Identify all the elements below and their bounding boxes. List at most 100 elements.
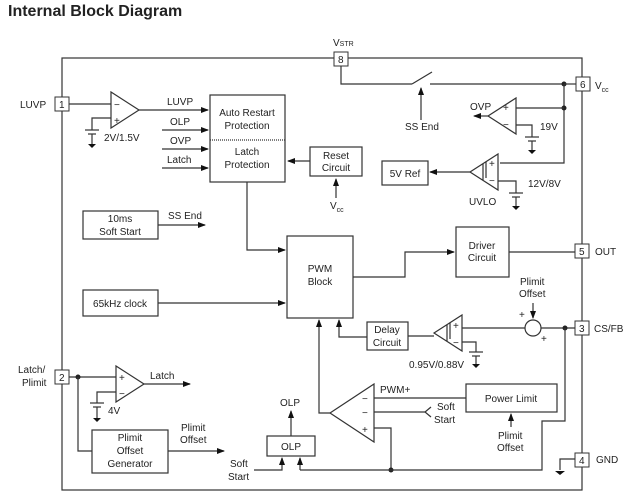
uvlo-label: UVLO xyxy=(469,197,496,208)
block-olp: OLP xyxy=(266,435,316,457)
ground-icon xyxy=(555,471,565,475)
svg-text:Circuit: Circuit xyxy=(373,338,402,349)
svg-text:+: + xyxy=(503,103,509,114)
plimit-offset-label-top: Plimit xyxy=(520,277,545,288)
svg-text:Circuit: Circuit xyxy=(322,163,351,174)
svg-text:Protection: Protection xyxy=(224,121,269,132)
svg-text:3: 3 xyxy=(579,324,585,335)
svg-text:Plimit: Plimit xyxy=(118,433,143,444)
ovp-output-label: OVP xyxy=(470,102,491,113)
svg-text:−: − xyxy=(453,338,459,349)
block-clock: 65kHz clock xyxy=(82,289,159,317)
svg-text:Plimit: Plimit xyxy=(498,431,523,442)
svg-text:PWM: PWM xyxy=(308,264,332,275)
block-protection: Auto Restart Protection Latch Protection xyxy=(209,94,286,183)
svg-text:Offset: Offset xyxy=(180,435,207,446)
svg-text:CS/FB: CS/FB xyxy=(594,324,624,335)
block-driver: Driver Circuit xyxy=(455,226,510,278)
block-delay: Delay Circuit xyxy=(366,321,409,351)
svg-text:6: 6 xyxy=(580,80,586,91)
ss-end-label: SS End xyxy=(168,211,202,222)
uvlo-comparator: + − 12V/8V UVLO xyxy=(429,152,561,210)
svg-text:VSTR: VSTR xyxy=(333,38,354,49)
latch-protection-label: Latch xyxy=(235,147,259,158)
svg-text:−: − xyxy=(362,408,368,419)
svg-text:OUT: OUT xyxy=(595,247,616,258)
latch-threshold: 4V xyxy=(108,406,121,417)
svg-text:Start: Start xyxy=(434,415,455,426)
svg-text:2: 2 xyxy=(59,373,65,384)
svg-text:Offset: Offset xyxy=(117,446,144,457)
svg-text:+: + xyxy=(119,373,125,384)
pin-2-latch-plimit: Latch/ Plimit 2 xyxy=(18,365,70,389)
pin-4-gnd: 4 GND xyxy=(574,452,618,468)
svg-text:+: + xyxy=(489,159,495,170)
svg-text:−: − xyxy=(114,100,120,111)
svg-text:Delay: Delay xyxy=(374,325,400,336)
diagram-title: Internal Block Diagram xyxy=(8,3,183,20)
block-pwm: PWM Block xyxy=(286,235,354,319)
uvlo-threshold: 12V/8V xyxy=(528,179,561,190)
pin-3-csfb: 3 CS/FB xyxy=(574,320,624,336)
svg-text:GND: GND xyxy=(596,455,618,466)
svg-text:5: 5 xyxy=(579,247,585,258)
block-power-limit: Power Limit xyxy=(465,383,558,413)
pin-8-vstr: VSTR 8 xyxy=(333,38,354,67)
svg-text:Protection: Protection xyxy=(224,160,269,171)
reset-vcc-label: Vcc xyxy=(330,201,344,214)
pin-1-luvp: LUVP 1 xyxy=(20,96,70,112)
olp-out-label: OLP xyxy=(280,398,300,409)
svg-text:−: − xyxy=(119,389,125,400)
block-reset-circuit: Reset Circuit xyxy=(309,146,363,177)
ss-end-label-top: SS End xyxy=(405,122,439,133)
svg-text:−: − xyxy=(489,176,495,187)
svg-text:+: + xyxy=(453,321,459,332)
svg-text:Plimit: Plimit xyxy=(181,423,206,434)
latch-comparator: + − 4V xyxy=(90,364,146,422)
svg-text:Latch/: Latch/ xyxy=(18,365,45,376)
svg-text:Offset: Offset xyxy=(519,289,546,300)
luvp-signal-label: LUVP xyxy=(167,97,193,108)
pin-number: 8 xyxy=(338,55,344,66)
ic-boundary xyxy=(61,57,583,491)
svg-text:Circuit: Circuit xyxy=(468,253,497,264)
ovp-signal-label: OVP xyxy=(170,136,191,147)
svg-text:Block: Block xyxy=(308,277,333,288)
svg-text:1: 1 xyxy=(59,100,65,111)
luvp-comparator: − + 2V/1.5V xyxy=(85,90,141,148)
startup-switch xyxy=(411,71,433,85)
svg-text:Plimit: Plimit xyxy=(22,378,47,389)
svg-text:+: + xyxy=(114,116,120,127)
svg-text:+: + xyxy=(519,310,525,321)
svg-text:+: + xyxy=(362,425,368,436)
block-soft-start: 10ms Soft Start xyxy=(82,210,159,240)
pwm-comparator: − − + xyxy=(328,382,375,444)
svg-text:Start: Start xyxy=(228,472,249,483)
ovp-comparator: + − OVP 19V xyxy=(470,96,558,154)
latch-signal-label: Latch xyxy=(167,155,191,166)
block-5v-ref: 5V Ref xyxy=(381,160,429,186)
svg-text:+: + xyxy=(541,334,547,345)
svg-text:Soft Start: Soft Start xyxy=(99,227,141,238)
luvp-threshold: 2V/1.5V xyxy=(104,133,140,144)
summing-node xyxy=(524,319,542,337)
svg-text:Vcc: Vcc xyxy=(595,81,609,94)
olp-signal-label: OLP xyxy=(170,117,190,128)
svg-text:Offset: Offset xyxy=(497,443,524,454)
ovp-threshold: 19V xyxy=(540,122,558,133)
svg-text:Soft: Soft xyxy=(437,402,455,413)
svg-text:Power Limit: Power Limit xyxy=(485,394,537,405)
cs-comparator: + − 0.95V/0.88V xyxy=(409,313,483,371)
svg-text:Latch: Latch xyxy=(150,371,174,382)
svg-text:4: 4 xyxy=(579,456,585,467)
svg-text:65kHz clock: 65kHz clock xyxy=(93,299,148,310)
svg-text:Soft: Soft xyxy=(230,459,248,470)
block-plimit-offset-generator: Plimit Offset Generator xyxy=(91,429,169,474)
svg-text:Reset: Reset xyxy=(323,151,349,162)
svg-text:Driver: Driver xyxy=(469,241,496,252)
pwm-plus-label: PWM+ xyxy=(380,385,410,396)
svg-text:OLP: OLP xyxy=(281,442,301,453)
pin-6-vcc: 6 Vcc xyxy=(575,76,609,94)
auto-restart-label: Auto Restart xyxy=(219,108,275,119)
